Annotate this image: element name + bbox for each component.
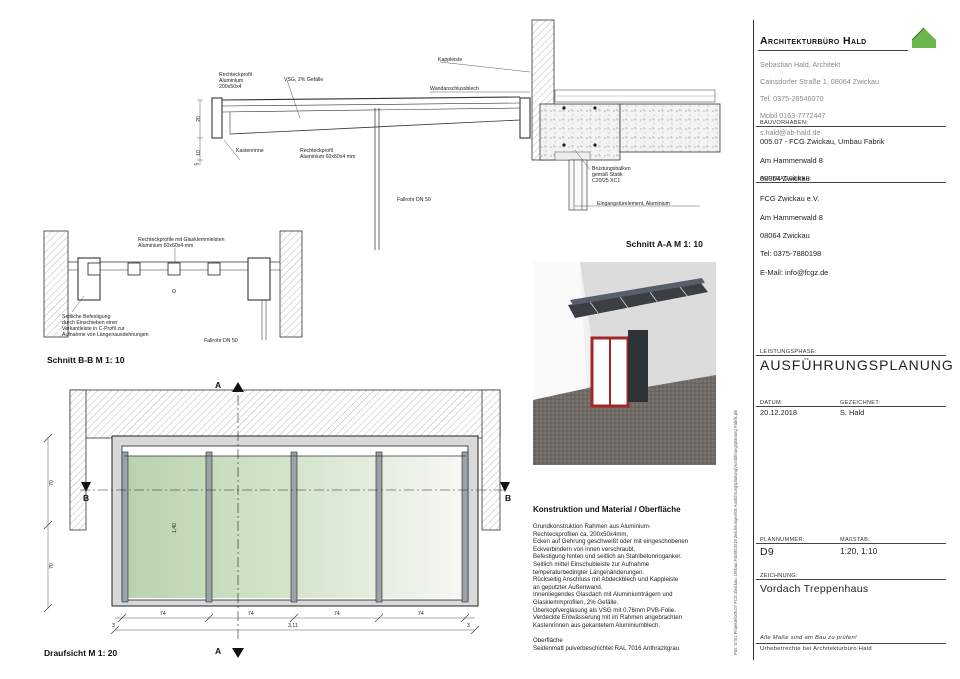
address-line: Mobil 0163-7772447 — [760, 111, 826, 121]
zeichnung-value: Vordach Treppenhaus — [760, 583, 869, 595]
description-heading: Konstruktion und Material / Oberfläche — [533, 505, 681, 514]
label-befestigung: Seitliche Befestigung durch Einschieben … — [62, 314, 149, 338]
marker-b-left: B — [83, 493, 90, 503]
firm-address: Sebastian Hald, Architekt Cainsdorfer St… — [760, 52, 879, 147]
dim-vert-top: 70 — [48, 480, 55, 486]
firm-name: Architekturbüro Hald — [760, 35, 867, 47]
bauvorhaben-line: 08064 Zwickau — [760, 174, 810, 184]
dim-bottom-4: 74 — [418, 611, 424, 617]
dim-bottom-3: 74 — [334, 611, 340, 617]
label-eingangstuer: Eingangstürelement, Aluminium — [597, 201, 670, 207]
label-fallrohr-aa: Fallrohr DN 50 — [397, 197, 431, 203]
perspective-render — [533, 262, 716, 465]
dim-bottom-2: 74 — [248, 611, 254, 617]
marker-a-top: A — [215, 380, 222, 390]
section-bb-drawing — [43, 230, 303, 340]
address-line: s.hald@ab-hald.de — [760, 128, 821, 138]
dim-10: 10 — [195, 150, 202, 156]
massstab-value: 1:20, 1:10 — [840, 546, 878, 556]
dim-5: 5 — [194, 162, 201, 166]
dim-side-right: 3 — [467, 623, 470, 629]
auftraggeber-label: AUFTRAGGEBER: — [760, 176, 812, 182]
address-line: Tel. 0375-28546070 — [760, 93, 824, 103]
gezeichnet-label: GEZEICHNET: — [840, 400, 881, 406]
address-line: Cainsdorfer Straße 1, 08064 Zwickau — [760, 76, 880, 86]
massstab-label: MAßSTAB: — [840, 537, 870, 543]
gezeichnet-value: S. Hald — [840, 408, 865, 417]
plannummer-label: PLANNUMMER: — [760, 537, 805, 543]
datum-value: 20.12.2018 — [760, 408, 797, 417]
marker-b-right: B — [505, 493, 512, 503]
label-fallrohr-bb: Fallrohr DN 50 — [204, 338, 238, 344]
dim-total: 3,11 — [288, 623, 298, 629]
construction-description: Konstruktion und Material / Oberfläche G… — [533, 505, 743, 653]
section-aa-title: Schnitt A-A M 1: 10 — [626, 239, 703, 249]
label-wandanschlussblech: Wandanschlussblech — [430, 86, 479, 92]
address-line: Sebastian Hald, Architekt — [760, 59, 841, 69]
plan-title: Draufsicht M 1: 20 — [44, 648, 118, 658]
plan-drawing — [43, 382, 510, 658]
dim-vert-bottom: 70 — [48, 563, 55, 569]
bauvorhaben-line: Am Hammerwald 8 — [760, 155, 823, 165]
label-rechteckprofile: Rechteckprofile mit Glasklemmleisten Alu… — [138, 237, 225, 249]
auftraggeber-line: FCG Zwickau e.V. — [760, 194, 820, 204]
surface-label: Oberfläche — [533, 637, 563, 645]
label-vsg: VSG, 2% Gefälle — [284, 77, 324, 83]
plannummer-value: D9 — [760, 546, 775, 558]
note-copyright: Urheberrechte bei Architekturbüro Hald — [760, 646, 872, 652]
dim-bottom-1: 74 — [160, 611, 166, 617]
auftraggeber-line: Am Hammerwald 8 — [760, 212, 823, 222]
bauvorhaben-label: BAUVORHABEN: — [760, 120, 809, 126]
leistungsphase-label: LEISTUNGSPHASE: — [760, 349, 817, 355]
surface-value: Seidenmatt pulverbeschichtet RAL 7016 An… — [533, 644, 680, 652]
plot-path: Plot: D:\01 Projekte\005.07 FCG Zwickau,… — [733, 409, 738, 655]
note-check: Alle Maße sind am Bau zu prüfen! — [760, 635, 857, 641]
label-kappleiste: Kappleiste — [438, 57, 463, 63]
marker-a-bottom: A — [215, 646, 222, 656]
label-rechteckprofil-2: Rechteckprofil Aluminium 60x60x4 mm — [300, 148, 356, 160]
dim-20: 20 — [195, 116, 202, 122]
auftraggeber-line: 08064 Zwickau — [760, 231, 810, 241]
section-bb-title: Schnitt B-B M 1: 10 — [47, 355, 125, 365]
leistungsphase-value: AUSFÜHRUNGSPLANUNG — [760, 357, 954, 373]
firm-logo-icon — [911, 27, 936, 48]
description-body: Grundkonstruktion Rahmen aus Aluminium- … — [533, 523, 689, 629]
auftraggeber-line: E-Mail: info@fcgz.de — [760, 267, 829, 277]
dim-side-left: 3 — [112, 623, 115, 629]
label-kastenrinne: Kastenrinne — [236, 148, 264, 154]
zeichnung-label: ZEICHNUNG: — [760, 573, 798, 579]
auftraggeber-line: Tel: 0375-7880198 — [760, 249, 822, 259]
label-bruestungsbalken: Brüstungsbalken gemäß Statik C20/25 XC1 — [592, 166, 631, 184]
bauvorhaben-line: 005.07 - FCG Zwickau, Umbau Fabrik — [760, 137, 885, 147]
dim-glass: 1,40 — [172, 522, 179, 534]
section-aa-drawing — [197, 19, 721, 250]
title-block: Architekturbüro Hald Sebastian Hald, Arc… — [753, 20, 953, 660]
datum-label: DATUM: — [760, 400, 783, 406]
label-rechteckprofil-1: Rechteckprofil Aluminium 200x50x4 — [219, 72, 252, 90]
auftraggeber-value: FCG Zwickau e.V. Am Hammerwald 8 08064 Z… — [760, 185, 828, 286]
bauvorhaben-value: 005.07 - FCG Zwickau, Umbau Fabrik Am Ha… — [760, 128, 884, 192]
